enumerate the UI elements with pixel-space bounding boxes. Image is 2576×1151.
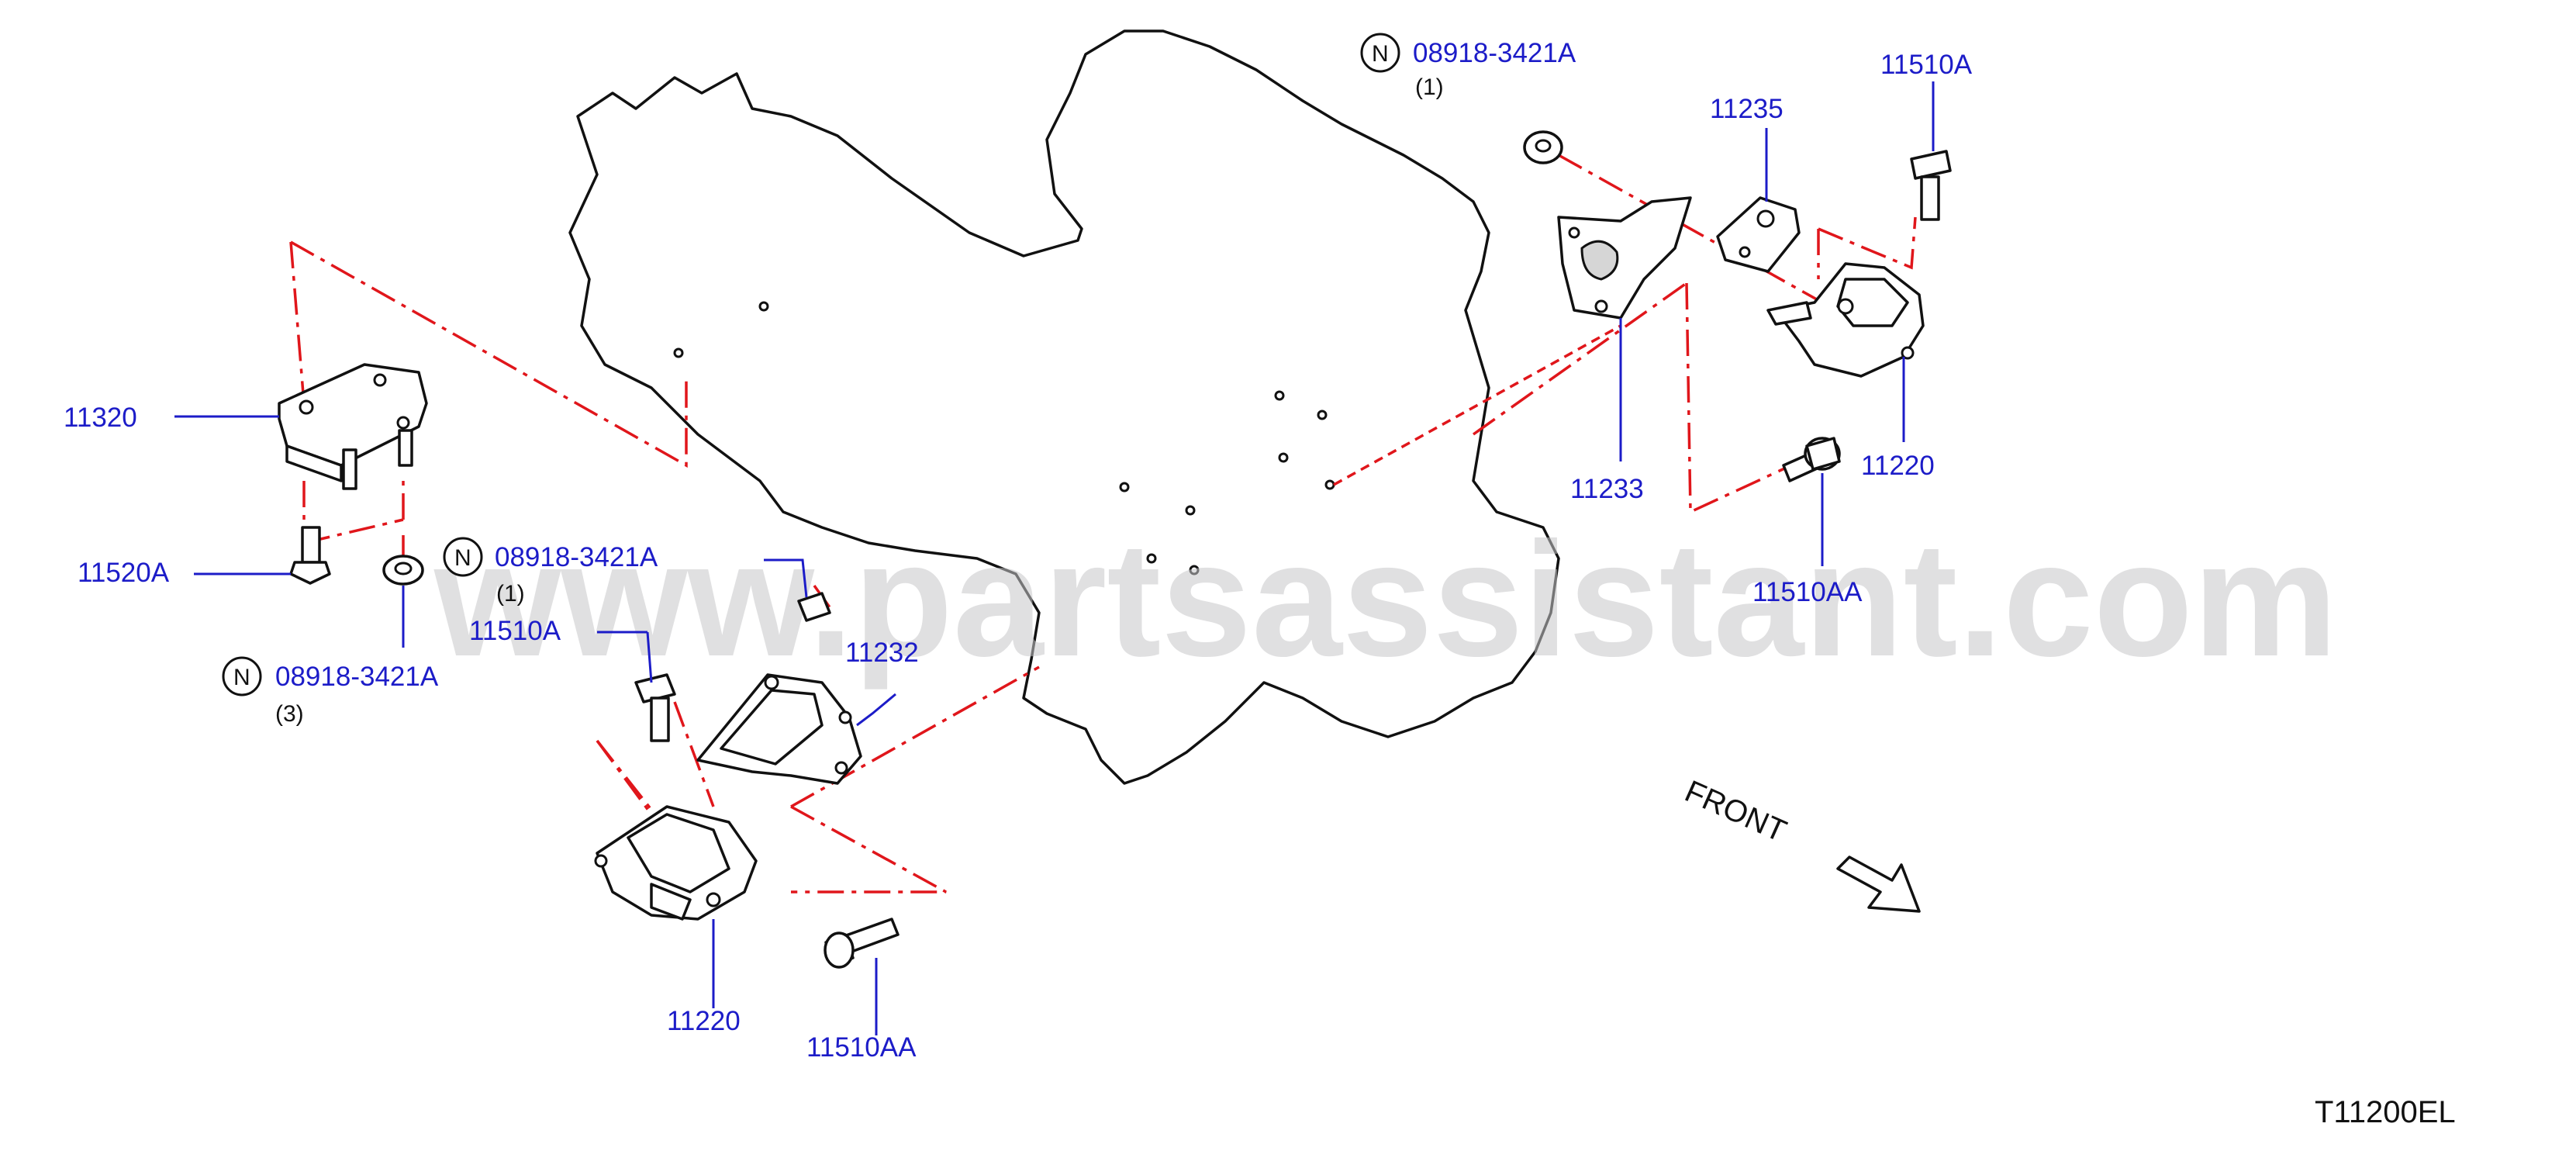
bracket-11233[interactable]	[1557, 196, 1692, 320]
nut-mid-qty: (1)	[496, 581, 525, 607]
plate-11235[interactable]	[1716, 196, 1801, 273]
bolt-11510AA-right[interactable]	[1782, 437, 1841, 482]
notation-n-top: N	[1372, 41, 1389, 67]
nut-top-qty: (1)	[1415, 74, 1444, 100]
label-11235: 11235	[1710, 94, 1784, 124]
front-arrow-icon	[1836, 855, 1921, 913]
label-11510A-right: 11510A	[1880, 50, 1973, 80]
bracket-11320[interactable]	[278, 363, 428, 490]
leader-lines	[174, 81, 1935, 1035]
label-11220-right: 11220	[1861, 451, 1935, 481]
label-11320: 11320	[64, 403, 137, 433]
bolt-11510A-right[interactable]	[1910, 150, 1952, 221]
nut-callout-mid: N 08918-3421A (1)	[443, 537, 658, 607]
bolt-11510AA-left[interactable]	[824, 918, 900, 969]
nut-top[interactable]	[1523, 130, 1563, 164]
mount-11220-right[interactable]	[1766, 262, 1925, 378]
front-indicator: FRONT	[1680, 774, 1921, 913]
bracket-11232[interactable]	[696, 673, 862, 785]
clip-small[interactable]	[797, 592, 831, 622]
watermark: www.partsassistant.com	[433, 508, 2338, 690]
bolt-11520A[interactable]	[289, 526, 331, 585]
label-11510AA-right: 11510AA	[1752, 577, 1863, 607]
mount-11220-left[interactable]	[594, 805, 758, 921]
nut-callout-top: N 08918-3421A (1)	[1360, 33, 1576, 100]
nut-top-part-number: 08918-3421A	[1413, 38, 1576, 68]
bolt-11510A-left[interactable]	[634, 673, 676, 742]
label-11233: 11233	[1570, 474, 1644, 504]
nut-mid-part-number: 08918-3421A	[495, 542, 658, 572]
nut-left-qty: (3)	[275, 701, 304, 727]
label-11220-left: 11220	[667, 1006, 741, 1036]
front-label: FRONT	[1680, 774, 1791, 849]
engine-transmission-outline	[568, 29, 1560, 785]
notation-n-mid: N	[454, 545, 471, 571]
label-11510A-left: 11510A	[469, 616, 561, 646]
nut-left[interactable]	[382, 555, 424, 586]
nut-left-part-number: 08918-3421A	[275, 662, 439, 692]
label-11232: 11232	[845, 638, 919, 668]
nut-callout-left: N 08918-3421A (3)	[222, 656, 439, 727]
notation-n-left: N	[233, 665, 250, 690]
label-11520A: 11520A	[78, 558, 170, 588]
diagram-code: T11200EL	[2315, 1095, 2456, 1129]
label-11510AA-left: 11510AA	[806, 1032, 917, 1063]
